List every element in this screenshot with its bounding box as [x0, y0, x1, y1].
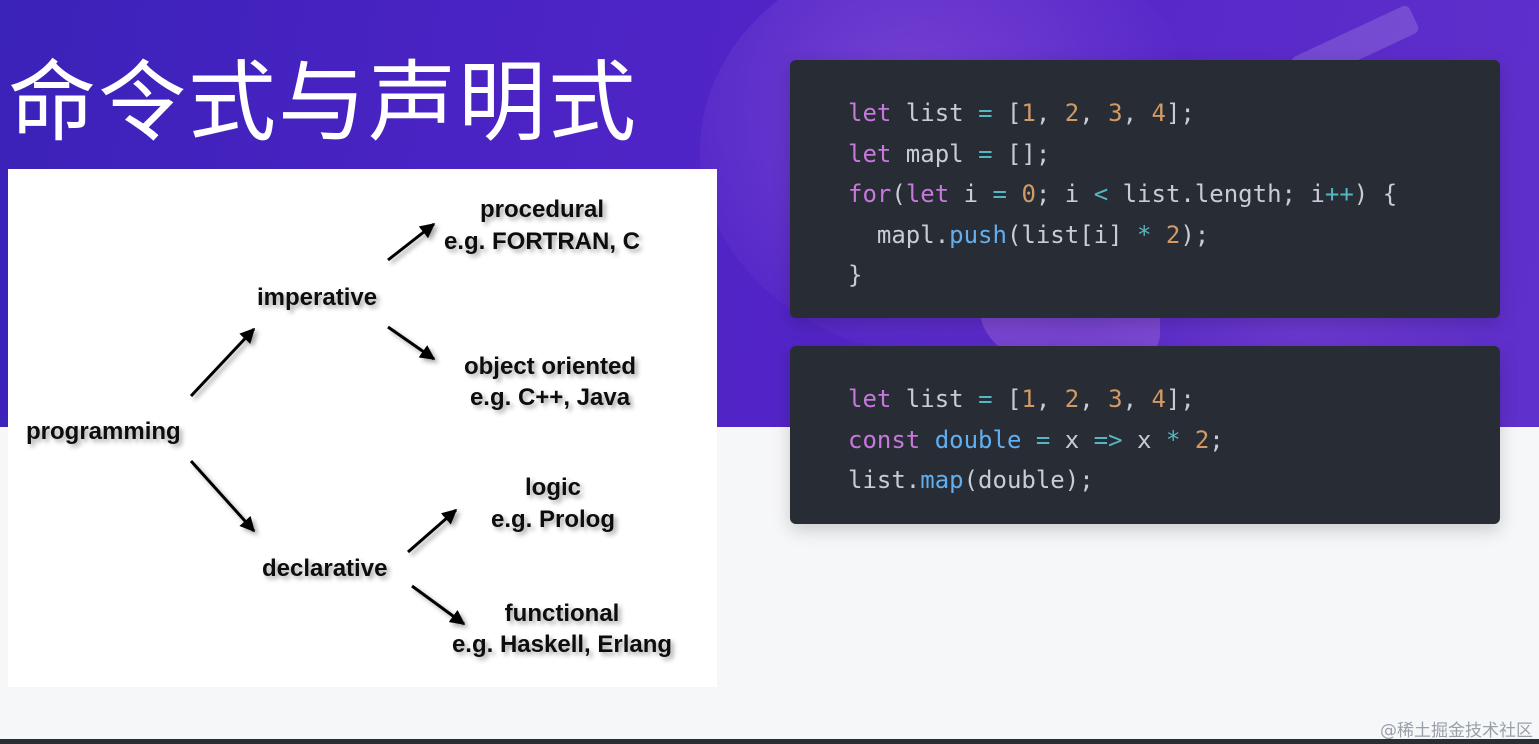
code-token: 4 [1151, 385, 1166, 413]
code-line: let list = [1, 2, 3, 4]; [848, 99, 1195, 127]
code-token [1180, 426, 1194, 454]
code-token: let [848, 385, 892, 413]
code-token: mapl. [848, 220, 950, 249]
code-token: ); [1180, 220, 1210, 249]
code-token: let [848, 99, 892, 127]
label-procedural-example: e.g. FORTRAN, C [444, 228, 640, 255]
label-logic-example: e.g. Prolog [491, 506, 615, 533]
code-token: []; [992, 139, 1051, 168]
code-block-declarative: let list = [1, 2, 3, 4]; const double = … [790, 346, 1500, 524]
label-logic: logic [525, 474, 581, 501]
code-token: ; [1209, 425, 1224, 454]
code-token: list [891, 385, 979, 413]
code-block-imperative: let list = [1, 2, 3, 4]; let mapl = []; … [790, 60, 1500, 318]
arrow-imperative-oo [387, 325, 436, 361]
code-token: = [978, 385, 993, 413]
code-token: 1 [1021, 385, 1036, 413]
code-line: list.map(double); [848, 466, 1094, 494]
arrow-declarative-logic [407, 508, 458, 554]
code-token: list.length; i [1108, 180, 1325, 208]
code-token: , [1122, 385, 1152, 413]
code-token: 3 [1108, 99, 1123, 127]
code-token: i [949, 180, 993, 208]
code-token: mapl [891, 139, 979, 168]
code-token: 2 [1064, 385, 1080, 413]
code-token: ]; [1165, 99, 1195, 127]
label-programming: programming [26, 418, 181, 445]
code-token: < [1093, 180, 1109, 208]
code-token [920, 426, 934, 454]
label-functional-example: e.g. Haskell, Erlang [452, 631, 672, 658]
page-title: 命令式与声明式 [8, 51, 639, 154]
code-content: let list = [1, 2, 3, 4]; const double = … [848, 379, 1224, 501]
code-token: 1 [1021, 99, 1036, 127]
code-token: (double); [963, 466, 1094, 494]
label-functional: functional [505, 600, 620, 627]
code-token: x [1050, 425, 1094, 454]
code-token: ; i [1035, 180, 1094, 208]
code-token: , [1079, 99, 1109, 127]
code-line: let list = [1, 2, 3, 4]; [848, 385, 1195, 413]
code-token: map [920, 466, 964, 494]
arrow-programming-declarative [189, 459, 256, 533]
code-token: * [1137, 220, 1152, 249]
code-token: = [978, 139, 993, 168]
code-token: list [891, 99, 979, 127]
code-token: 0 [1021, 180, 1036, 208]
code-token: ) { [1353, 180, 1398, 208]
code-token: 4 [1151, 99, 1166, 127]
code-token: = [1035, 425, 1051, 454]
arrow-imperative-procedural [387, 222, 436, 262]
watermark: @稀土掘金技术社区 [1380, 721, 1533, 741]
label-procedural: procedural [480, 196, 604, 223]
code-token: 3 [1108, 385, 1123, 413]
code-token: let [848, 139, 892, 168]
code-token: => [1093, 425, 1123, 454]
code-token: double [934, 425, 1022, 454]
code-token: push [949, 220, 1007, 249]
code-token: * [1165, 425, 1181, 454]
code-token: const [848, 425, 921, 454]
code-content: let list = [1, 2, 3, 4]; let mapl = []; … [848, 93, 1397, 296]
code-token: = [978, 99, 993, 127]
code-token: , [1035, 99, 1065, 127]
code-token: let [905, 180, 950, 208]
code-token: for [848, 180, 892, 208]
bottom-bar [0, 739, 1539, 744]
code-token: 2 [1194, 425, 1210, 454]
code-token [1151, 221, 1165, 249]
label-object-oriented-example: e.g. C++, Java [470, 384, 631, 411]
code-token: 2 [1165, 220, 1181, 249]
code-line: let mapl = []; [848, 140, 1050, 168]
arrow-programming-imperative [189, 327, 256, 398]
code-token: ( [891, 180, 906, 208]
code-token: , [1079, 385, 1109, 413]
paradigm-diagram-svg: programming imperative declarative proce… [26, 196, 672, 658]
label-declarative: declarative [262, 555, 387, 582]
code-token: [ [992, 385, 1022, 413]
code-token: ++ [1324, 180, 1354, 208]
code-token: = [992, 180, 1007, 208]
code-token: , [1122, 99, 1152, 127]
code-token: (list[i] [1006, 220, 1137, 249]
code-line: for(let i = 0; i < list.length; i++) { [848, 180, 1397, 208]
code-token: ]; [1165, 385, 1195, 413]
code-token: , [1035, 385, 1065, 413]
code-token: list. [848, 466, 921, 494]
code-token [1007, 180, 1021, 208]
label-imperative: imperative [257, 284, 377, 311]
code-token: 2 [1064, 99, 1080, 127]
label-object-oriented: object oriented [464, 353, 636, 380]
paradigm-diagram: programming imperative declarative proce… [8, 169, 717, 687]
code-line: } [848, 261, 862, 289]
code-token: x [1122, 425, 1166, 454]
code-token: [ [992, 99, 1022, 127]
code-line: const double = x => x * 2; [848, 426, 1224, 454]
code-token [1021, 426, 1035, 454]
code-line: mapl.push(list[i] * 2); [848, 221, 1209, 249]
code-token: } [848, 261, 863, 289]
arrow-declarative-functional [411, 584, 466, 626]
